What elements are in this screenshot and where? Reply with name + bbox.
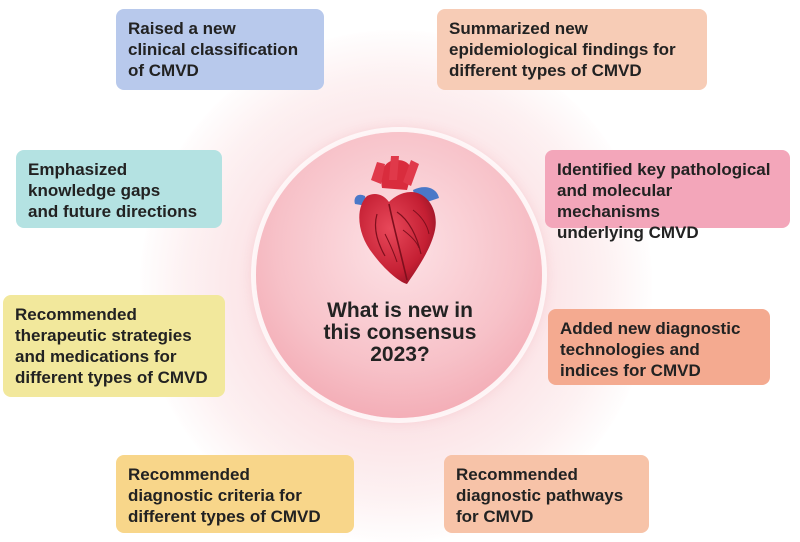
heart-icon <box>354 156 439 284</box>
box-classification: Raised a new clinical classification of … <box>116 9 324 90</box>
box-mechanisms: Identified key pathological and molecula… <box>545 150 790 242</box>
box-knowledge-gaps: Emphasized knowledge gaps and future dir… <box>16 150 222 228</box>
box-diagnostic-criteria: Recommended diagnostic criteria for diff… <box>116 455 354 533</box>
center-title: What is new in this consensus 2023? <box>323 299 477 366</box>
box-therapeutic: Recommended therapeutic strategies and m… <box>3 295 225 397</box>
box-diagnostic-tech: Added new diagnostic technologies and in… <box>548 309 770 385</box>
box-epidemiology: Summarized new epidemiological findings … <box>437 9 707 90</box>
box-diagnostic-pathways: Recommended diagnostic pathways for CMVD <box>444 455 649 533</box>
